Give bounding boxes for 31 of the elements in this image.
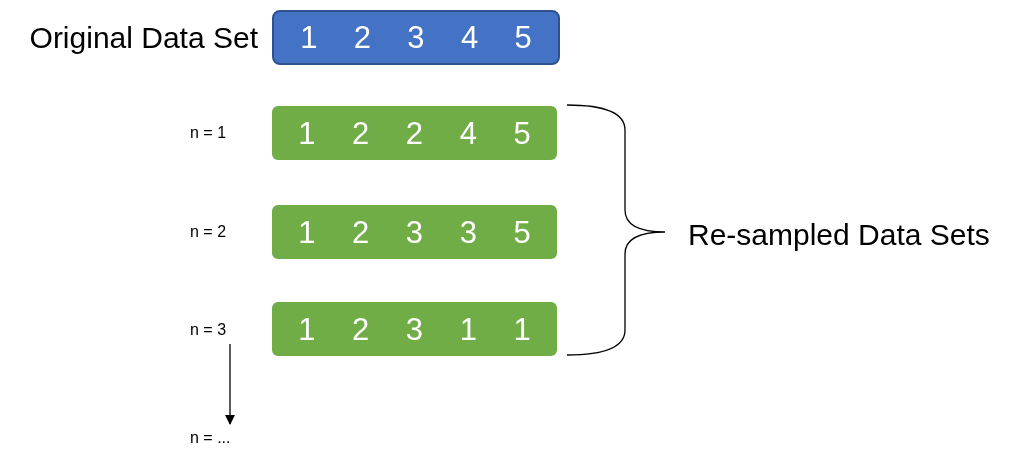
group-label: Re-sampled Data Sets [688, 220, 990, 250]
data-value: 2 [352, 117, 370, 149]
data-set-box [272, 302, 557, 356]
arrow [225, 343, 235, 425]
iteration-label: n = ... [190, 428, 231, 448]
data-value: 2 [405, 117, 424, 149]
data-set-box [272, 106, 557, 160]
iteration-label: n = 3 [190, 320, 227, 340]
data-value: 3 [407, 22, 425, 53]
data-set-box [272, 10, 560, 65]
data-value: 2 [352, 216, 370, 248]
data-value: 1 [459, 313, 477, 345]
row-label: Original Data Set [29, 22, 258, 53]
data-value: 4 [459, 117, 477, 149]
data-value: 2 [353, 22, 371, 53]
data-set-box [272, 205, 557, 259]
iteration-label: n = 1 [190, 123, 227, 143]
data-value: 5 [513, 216, 531, 248]
data-value: 3 [459, 216, 477, 248]
data-value: 2 [352, 313, 370, 345]
data-value: 4 [460, 22, 479, 53]
data-value: 1 [513, 313, 531, 345]
data-value: 1 [298, 117, 316, 149]
data-value: 5 [514, 22, 532, 53]
data-value: 1 [298, 313, 316, 345]
iteration-label: n = 2 [190, 222, 227, 242]
data-value: 5 [513, 117, 531, 149]
data-value: 3 [405, 216, 424, 248]
data-value: 1 [300, 22, 318, 53]
data-value: 3 [405, 313, 424, 345]
data-value: 1 [298, 216, 316, 248]
